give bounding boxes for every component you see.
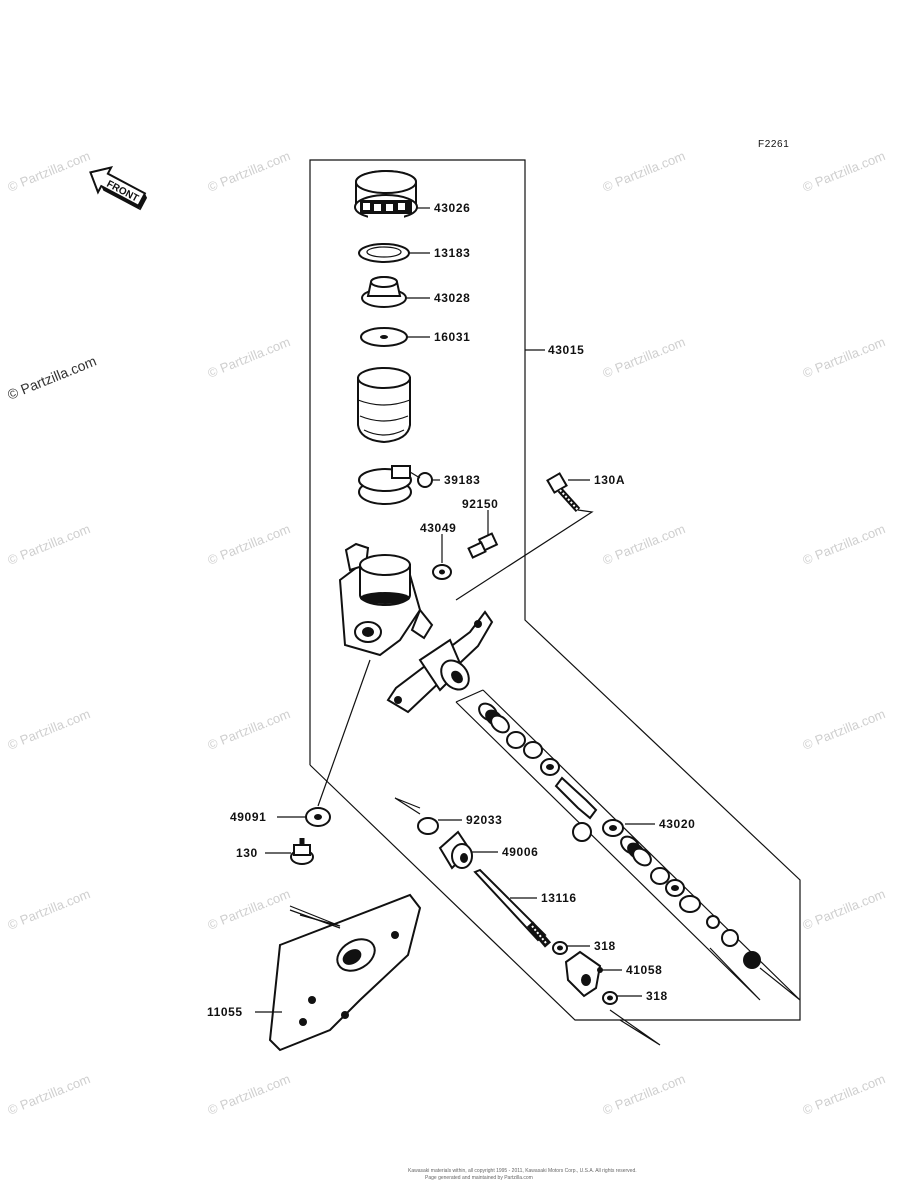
part-labels: 43026 13183 43028 16031 43015 39183 130A… [207,201,695,1019]
watermark: © Partzilla.com [601,334,688,381]
footer-line: Page generated and maintained by Partzil… [425,1175,533,1181]
part-label: 11055 [207,1005,243,1019]
part-label: 318 [646,989,668,1003]
part-label: 43020 [659,817,695,831]
part-label: 39183 [444,473,480,487]
piston-kit [455,689,801,1001]
watermark: © Partzilla.com [206,706,293,753]
clamp [358,465,433,505]
watermark: © Partzilla.com [801,521,888,568]
bolt-92150 [467,532,499,559]
watermark: © Partzilla.com [601,1071,688,1118]
part-label: 41058 [626,963,662,977]
spring-icon [478,702,510,734]
bolt-130 [290,838,314,865]
part-label: 13183 [434,246,470,260]
part-label: 43026 [434,201,470,215]
part-label: 318 [594,939,616,953]
bolt-130a [546,472,581,513]
watermark: © Partzilla.com [801,706,888,753]
part-label: 16031 [434,330,470,344]
reservoir [357,367,411,444]
watermark: © Partzilla.com [6,148,93,195]
watermark: © Partzilla.com [206,334,293,381]
leader-line [455,509,594,601]
circlip [417,817,439,835]
dust-boot [438,830,473,870]
figure-code: F2261 [758,139,789,150]
clevis [564,950,603,998]
part-label: 13116 [541,891,577,905]
diaphragm [361,276,407,308]
watermark: © Partzilla.com [206,1071,293,1118]
part-label: 49091 [230,810,266,824]
plate [358,243,410,263]
watermark: © Partzilla.com [801,886,888,933]
watermark: © Partzilla.com [801,148,888,195]
part-label: 130A [594,473,625,487]
reservoir-cap [354,170,418,220]
watermark: © Partzilla.com [6,521,93,568]
leader-line [317,659,371,807]
spring-icon [620,835,652,867]
washer-43049 [432,564,452,580]
part-label: 130 [236,846,258,860]
leader-line [609,1009,661,1046]
push-rod [473,868,552,948]
watermark: © Partzilla.com [206,148,293,195]
leader-line [394,797,421,815]
watermark: © Partzilla.com [206,886,293,933]
watermark: © Partzilla.com [601,148,688,195]
front-arrow-icon: FRONT [89,166,148,211]
part-label: 92150 [462,497,498,511]
watermark: © Partzilla.com [601,521,688,568]
watermark: © Partzilla.com [206,521,293,568]
float [360,327,408,347]
footer-line: Kawasaki materials within, all copyright… [408,1168,637,1174]
leader-line [289,905,341,927]
part-label: 43028 [434,291,470,305]
washer-49091 [305,807,331,827]
nut-lower [602,991,618,1005]
assembly-outline [309,159,801,1021]
watermark: © Partzilla.com [6,1071,93,1118]
part-label: 43049 [420,521,456,535]
watermark-dark: © Partzilla.com [5,353,98,403]
watermark: © Partzilla.com [6,706,93,753]
part-label: 43015 [548,343,584,357]
part-label: 92033 [466,813,502,827]
watermark: © Partzilla.com [801,334,888,381]
part-label: 49006 [502,845,538,859]
nut-upper [552,941,568,955]
master-cylinder-body [338,542,494,714]
watermark: © Partzilla.com [6,886,93,933]
watermark: © Partzilla.com [801,1071,888,1118]
bracket [268,893,422,1052]
